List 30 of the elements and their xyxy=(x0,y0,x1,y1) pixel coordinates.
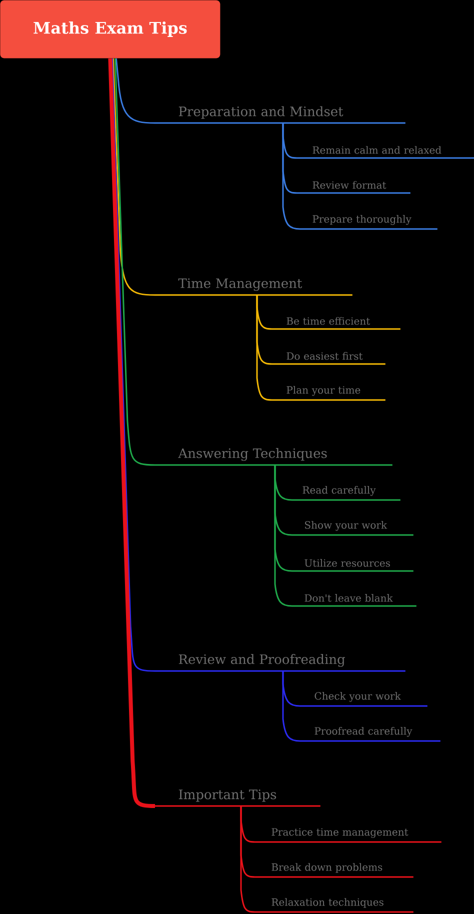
subtopic-label: Practice time management xyxy=(255,828,442,843)
branch-line xyxy=(282,123,300,230)
branch-line xyxy=(282,671,300,742)
branch-line xyxy=(115,58,156,124)
topic-label: Answering Techniques xyxy=(155,448,392,466)
subtopic-label: Read carefully xyxy=(292,486,400,501)
subtopic-label: Do easiest first xyxy=(272,352,386,365)
branch-line xyxy=(114,58,156,466)
branch-line xyxy=(274,465,292,607)
branch-line xyxy=(108,58,156,808)
root-box: Maths Exam Tips xyxy=(0,0,220,58)
subtopic-label: Check your work xyxy=(300,692,428,707)
branch-line xyxy=(111,58,156,672)
subtopic-label: Remain calm and relaxed xyxy=(297,146,474,159)
topic-label: Review and Proofreading xyxy=(155,654,406,672)
subtopic-label: Be time efficient xyxy=(272,317,400,330)
branch-line xyxy=(256,295,272,401)
subtopic-label: Prepare thoroughly xyxy=(300,214,438,230)
subtopic-label: Show your work xyxy=(292,520,414,536)
subtopic-label: Break down problems xyxy=(255,863,414,878)
topic-label: Preparation and Mindset xyxy=(155,106,406,124)
subtopic-label: Review format xyxy=(297,181,410,194)
subtopic-label: Utilize resources xyxy=(292,559,414,572)
topic-label: Important Tips xyxy=(155,790,320,807)
subtopic-label: Proofread carefully xyxy=(300,726,440,742)
subtopic-label: Plan your time xyxy=(272,386,386,401)
topic-label: Time Management xyxy=(155,278,352,296)
branch-line xyxy=(112,58,155,296)
subtopic-label: Don't leave blank xyxy=(292,594,416,607)
subtopic-label: Relaxation techniques xyxy=(255,898,414,913)
